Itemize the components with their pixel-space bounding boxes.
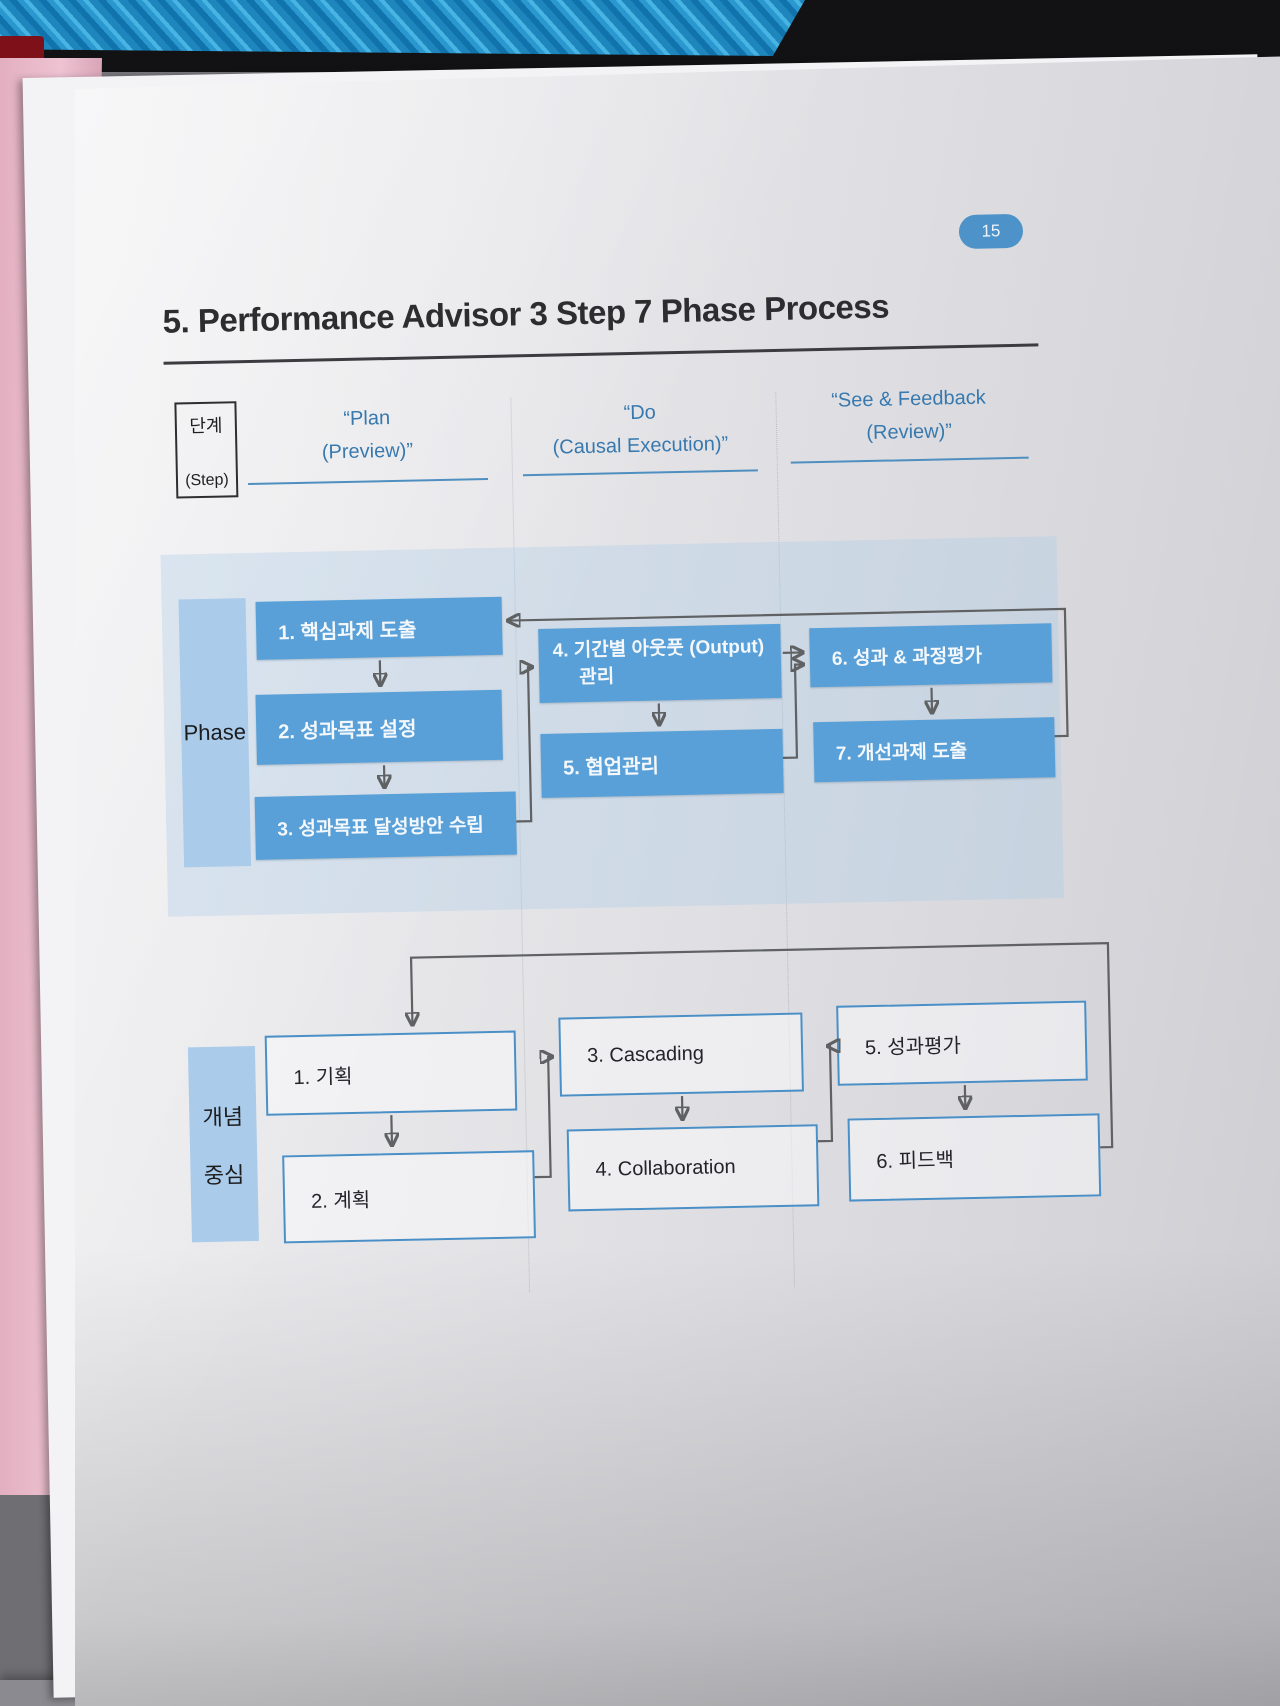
- title-underline: [163, 343, 1039, 365]
- phase-box-7-improvement-tasks: 7. 개선과제 도출: [813, 717, 1056, 783]
- step-label-english: (Step): [185, 471, 229, 490]
- phase-row-label: Phase: [178, 598, 252, 868]
- page-content: 15 5. Performance Advisor 3 Step 7 Phase…: [57, 55, 1280, 1706]
- paper-page: 15 5. Performance Advisor 3 Step 7 Phase…: [75, 55, 1280, 1706]
- column-header-plan-line1: “Plan: [343, 407, 391, 430]
- phase-box-2-goal-setting: 2. 성과목표 설정: [255, 689, 503, 765]
- column-header-do: “Do (Causal Execution)”: [519, 394, 760, 465]
- column-header-do-line1: “Do: [623, 401, 657, 425]
- see-feedback-column-underline: [790, 456, 1029, 464]
- column-header-see-feedback-line2: (Review)”: [866, 420, 953, 445]
- phase-box-5-collaboration-management: 5. 협업관리: [540, 728, 784, 798]
- column-separator-1: [510, 397, 531, 1293]
- phase-box-4-output-management: 4. 기간별 아웃풋 (Output) 관리: [538, 623, 782, 703]
- concept-box-2-plan: 2. 계획: [282, 1150, 536, 1244]
- concept-row-label-line1: 개념: [202, 1103, 244, 1130]
- page-title: 5. Performance Advisor 3 Step 7 Phase Pr…: [162, 287, 890, 340]
- column-header-see-feedback: “See & Feedback (Review)”: [787, 381, 1030, 452]
- column-header-do-line2: (Causal Execution)”: [552, 432, 729, 459]
- concept-box-1-planning: 1. 기획: [264, 1030, 518, 1116]
- step-label-korean: 단계: [189, 415, 223, 437]
- concept-box-4-collaboration: 4. Collaboration: [566, 1124, 820, 1212]
- concept-row-label: 개념 중심: [187, 1045, 259, 1243]
- concept-box-5-performance-evaluation: 5. 성과평가: [836, 1000, 1088, 1086]
- concept-box-3-cascading: 3. Cascading: [558, 1012, 804, 1097]
- phase-box-1-core-tasks: 1. 핵심과제 도출: [255, 596, 503, 660]
- phase-box-6-performance-process-evaluation: 6. 성과 & 과정평가: [809, 623, 1053, 688]
- plan-column-underline: [248, 477, 489, 486]
- column-separator-2: [775, 391, 796, 1287]
- blue-fabric-background: [0, 0, 805, 56]
- phase-box-3-goal-achievement-plan: 3. 성과목표 달성방안 수립: [254, 791, 517, 860]
- concept-box-6-feedback: 6. 피드백: [847, 1113, 1102, 1202]
- concept-row-label-line2: 중심: [203, 1161, 245, 1188]
- step-header-box: 단계 (Step): [174, 401, 239, 499]
- column-header-plan: “Plan (Preview)”: [244, 400, 489, 471]
- do-column-underline: [522, 469, 758, 477]
- page-number-badge: 15: [958, 213, 1024, 250]
- phase-row-background: [160, 536, 1064, 917]
- column-header-plan-line2: (Preview)”: [321, 439, 414, 464]
- column-header-see-feedback-line1: “See & Feedback: [830, 386, 986, 412]
- flow-arrows: [57, 607, 1114, 1179]
